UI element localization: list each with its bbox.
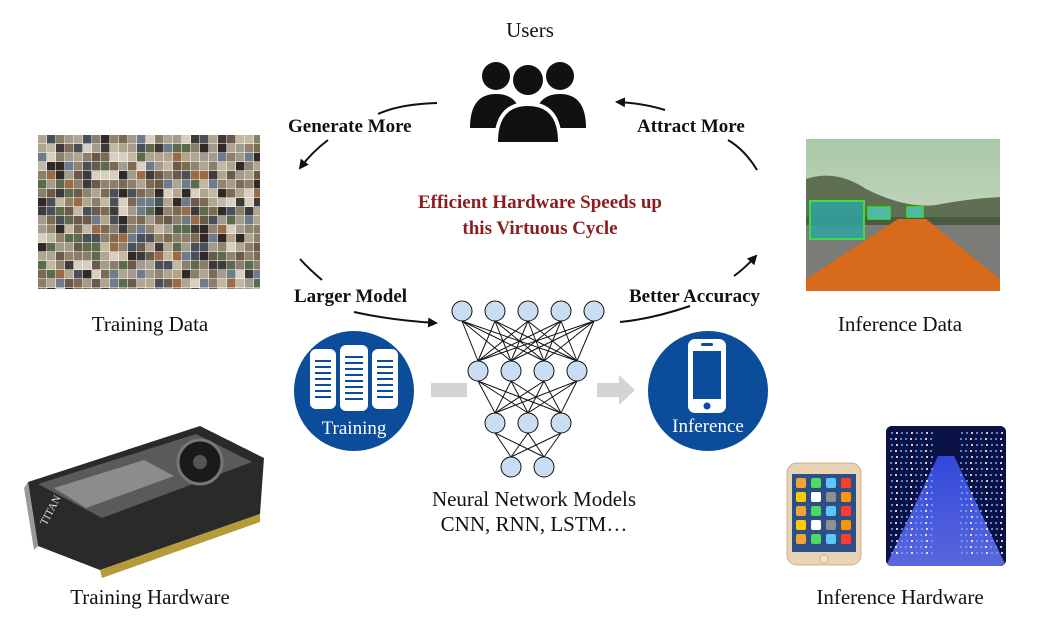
arrow-attract-more: [727, 139, 758, 171]
training-hardware-label: Training Hardware: [70, 585, 230, 609]
nn-node: [533, 360, 555, 382]
nn-node: [500, 360, 522, 382]
edge-label-better-accuracy: Better Accuracy: [629, 286, 761, 307]
nn-node: [550, 412, 572, 434]
nn-node: [451, 300, 473, 322]
detection-box-2: [867, 206, 891, 220]
center-title: Efficient Hardware Speeds up this Virtuo…: [370, 190, 710, 242]
center-title-line1: Efficient Hardware Speeds up: [417, 192, 662, 213]
nn-node: [484, 412, 506, 434]
detection-box-1: [809, 200, 865, 240]
grey-arrowhead-right: [619, 375, 635, 405]
arrow-generate-more: [377, 102, 438, 115]
nn-caption-line1: Neural Network Models: [431, 487, 637, 511]
grey-bar-right: [597, 383, 619, 397]
inference-badge: Inference: [648, 331, 768, 451]
training-data-image: [38, 135, 260, 289]
gpu-card-image: TITAN: [24, 426, 264, 578]
users-label: Users: [506, 18, 554, 42]
neural-network-diagram: [451, 300, 605, 478]
detection-box-3: [906, 206, 924, 218]
road-overlay: [806, 219, 1000, 291]
training-data-label: Training Data: [91, 312, 209, 336]
nn-node: [484, 300, 506, 322]
arrow-larger-model: [299, 258, 323, 281]
server-rack-icon: [310, 345, 398, 411]
inference-data-label: Inference Data: [837, 312, 963, 336]
center-title-line2: this Virtuous Cycle: [462, 218, 618, 239]
nn-caption: Neural Network Models CNN, RNN, LSTM…: [404, 487, 664, 537]
edge-label-attract-more: Attract More: [637, 116, 745, 137]
smartphone-icon: [688, 339, 726, 413]
inference-badge-label: Inference: [672, 416, 744, 437]
nn-caption-line2: CNN, RNN, LSTM…: [440, 512, 628, 536]
arrow-better-accuracy: [619, 305, 691, 323]
inference-data-image: [806, 139, 1000, 291]
grey-bar-left: [431, 383, 467, 397]
nn-node: [583, 300, 605, 322]
edge-label-generate-more: Generate More: [288, 116, 412, 137]
iphone-image: [786, 462, 862, 566]
nn-node: [517, 412, 539, 434]
users-icon: [470, 62, 586, 144]
training-badge: Training: [294, 331, 414, 451]
nn-node: [517, 300, 539, 322]
nn-node: [467, 360, 489, 382]
nn-node: [550, 300, 572, 322]
nn-node: [500, 456, 522, 478]
nn-node: [533, 456, 555, 478]
nn-node: [566, 360, 588, 382]
edge-label-larger-model: Larger Model: [294, 286, 408, 307]
inference-hardware-label: Inference Hardware: [816, 585, 984, 609]
datacenter-image: [886, 426, 1006, 566]
training-badge-label: Training: [322, 418, 387, 439]
